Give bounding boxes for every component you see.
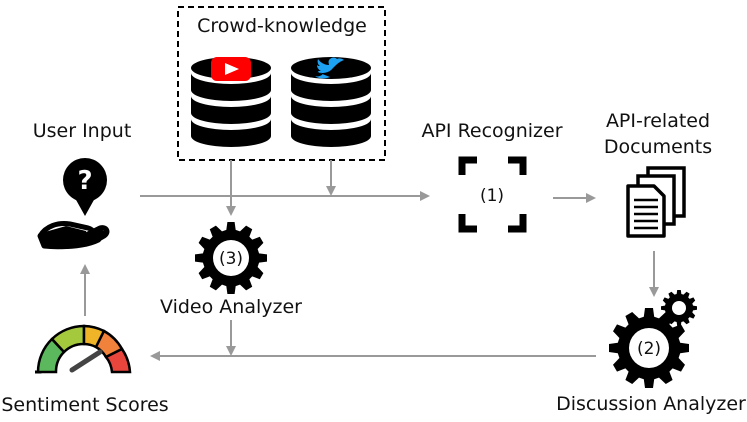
api-docs-label-line1: API-related: [606, 110, 710, 132]
discussion-analyzer-step: (2): [637, 339, 661, 359]
gauge-icon: [35, 324, 132, 374]
scan-frame-icon: [458, 156, 527, 233]
twitter-database-icon: [291, 57, 371, 147]
api-recognizer-label: API Recognizer: [421, 120, 562, 142]
twitter-icon: [315, 57, 344, 79]
video-analyzer-gear-icon: [195, 222, 267, 294]
video-analyzer-label: Video Analyzer: [160, 296, 302, 318]
svg-text:?: ?: [77, 166, 92, 196]
api-recognizer-step: (1): [480, 186, 504, 206]
sentiment-scores-label: Sentiment Scores: [1, 394, 168, 416]
documents-icon: [626, 166, 686, 238]
discussion-analyzer-label: Discussion Analyzer: [556, 393, 746, 415]
youtube-database-icon: [191, 57, 271, 147]
question-hand-icon: ?: [37, 158, 110, 250]
user-input-label: User Input: [33, 120, 132, 142]
api-docs-label-line2: Documents: [604, 136, 712, 158]
video-analyzer-step: (3): [219, 249, 243, 269]
crowd-knowledge-label: Crowd-knowledge: [197, 15, 367, 37]
crowd-knowledge-box: [177, 6, 386, 161]
discussion-analyzer-gear-icon: [609, 290, 697, 388]
